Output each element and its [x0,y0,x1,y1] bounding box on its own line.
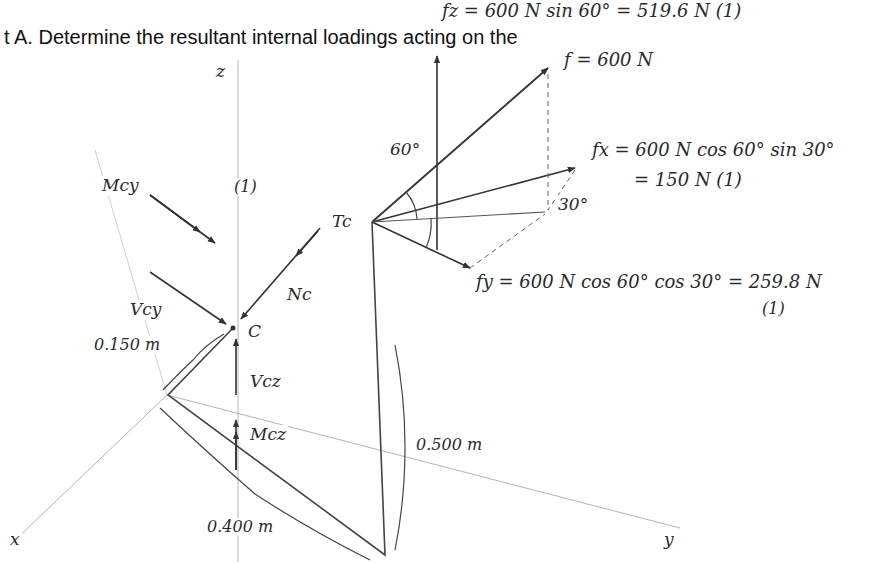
moment-label: Mcy [100,176,141,196]
dimension-brace [395,345,405,550]
force-equation: = 150 N (1) [632,170,744,191]
y-axis [167,395,680,528]
moment-label: Mcz [248,425,288,445]
torque-label: Tc [330,212,354,232]
dimension-label: 0.150 m [92,336,162,354]
section-point [231,326,236,331]
angle-arc [406,192,417,219]
moment-arrow [235,420,237,470]
projection-line [372,212,545,222]
moment-arrow [150,195,200,232]
force-equation: fz = 600 N sin 60° = 519.6 N (1) [440,1,743,22]
moment-arrow [150,195,215,243]
axis-label: y [662,530,676,550]
dashed-projection [548,74,549,210]
dimension-label: 0.400 m [205,518,275,536]
force-label: Nc [285,285,313,305]
callout-number: (1) [760,300,787,318]
x-axis [10,395,167,545]
dimension-brace [163,334,224,390]
normal-force-arrow [241,228,320,319]
dashed-projection [470,214,545,268]
angle-label: 60° [388,140,422,160]
point-label: C [246,322,263,342]
force-equation: fx = 600 N cos 60° sin 30° [590,140,837,161]
problem-text: t A. Determine the resultant internal lo… [2,26,520,49]
dimension-brace [160,408,370,560]
force-label: f = 600 N [562,50,655,71]
z-axis [238,60,239,562]
torque-arrow [296,231,318,256]
angle-label: 30° [556,195,590,215]
axis-label: z [214,62,227,82]
force-equation: fy = 600 N cos 60° cos 30° = 259.8 N [474,272,824,293]
callout-number: (1) [232,178,259,196]
member-outline [168,222,385,555]
force-label: Vcy [128,300,163,320]
force-component-arrow [436,56,438,250]
shear-arrow [235,339,237,395]
guide-line [95,150,167,395]
force-label: Vcz [248,372,283,392]
moment-arrow [235,432,237,470]
force-component-arrow [372,222,470,268]
dimension-label: 0.500 m [414,436,484,454]
axis-label: x [8,530,22,550]
angle-arc [426,219,431,248]
